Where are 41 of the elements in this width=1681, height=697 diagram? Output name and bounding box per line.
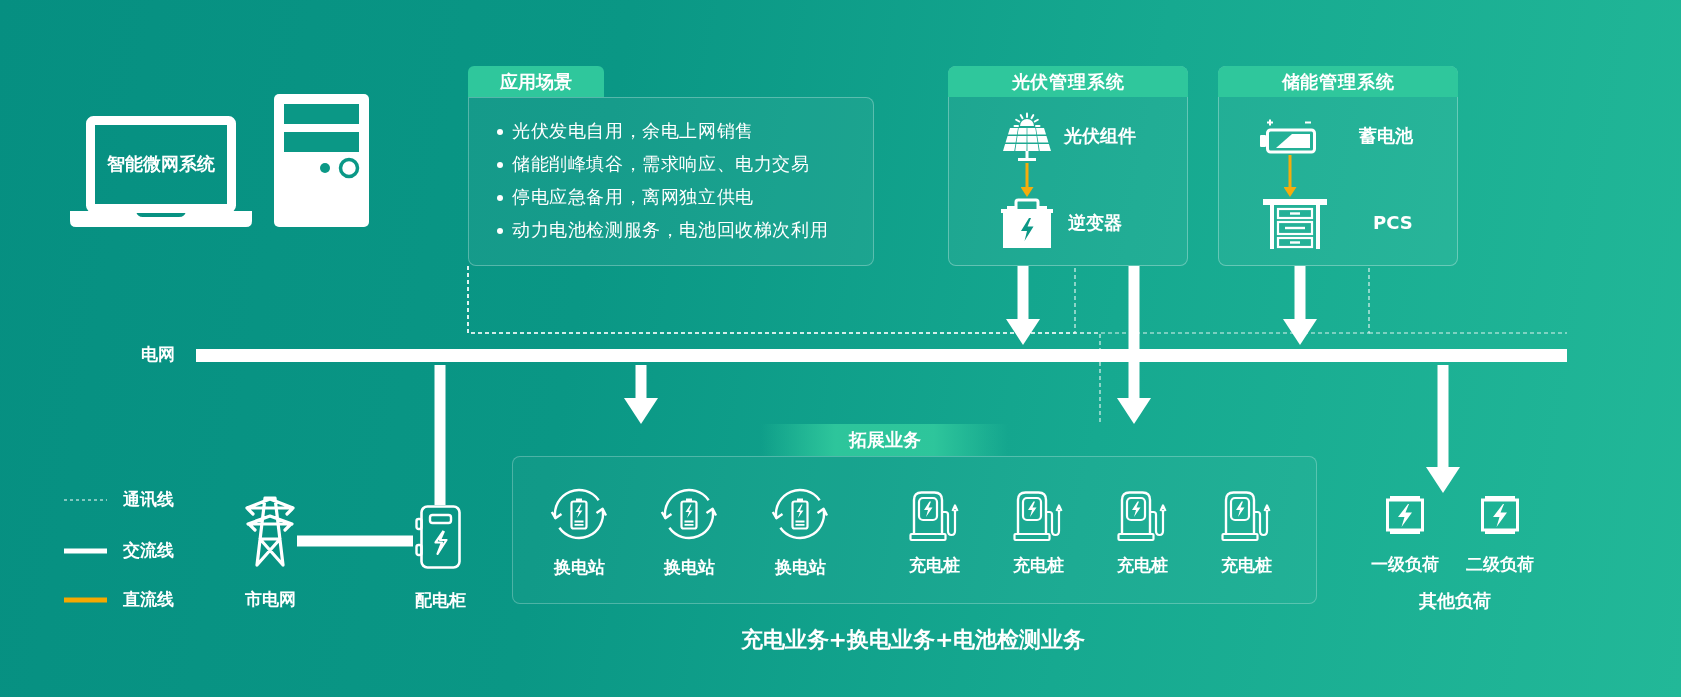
arrow <box>1117 266 1151 424</box>
legend-label: 通讯线 <box>123 489 174 511</box>
system-panel <box>1218 66 1458 266</box>
tab-header: 应用场景 <box>468 66 604 97</box>
node-label: PCS <box>1373 211 1413 235</box>
bullet-text: 储能削峰填谷，需求响应、电力交易 <box>512 154 810 176</box>
connector-line <box>434 365 446 505</box>
group-label: 其他负荷 <box>1419 589 1491 613</box>
bullet-text: 光伏发电自用，余电上网销售 <box>512 121 754 143</box>
arrow <box>1283 155 1297 197</box>
connector-line <box>297 535 413 547</box>
bullet-text: 动力电池检测服务，电池回收梯次利用 <box>512 220 829 242</box>
legend-label: 交流线 <box>123 540 174 562</box>
node-label: 配电柜 <box>414 590 466 612</box>
bullet-text: 停电应急备用，离网独立供电 <box>512 187 754 209</box>
node-label: 换电站 <box>553 557 605 579</box>
node-label: 充电桩 <box>908 555 960 577</box>
arrow <box>1020 163 1034 197</box>
node-label: 充电桩 <box>1012 555 1064 577</box>
node-label: 市电网 <box>244 589 296 611</box>
screen-label: 智能微网系统 <box>107 152 215 176</box>
node-label: 一级负荷 <box>1371 554 1439 576</box>
legend-label: 直流线 <box>123 589 174 611</box>
panel-header: 光伏管理系统 <box>948 66 1188 97</box>
node-label: 换电站 <box>663 557 715 579</box>
node-label: 光伏组件 <box>1064 124 1136 148</box>
node-label: 二级负荷 <box>1466 554 1534 576</box>
caption-text: 充电业务+换电业务+电池检测业务 <box>740 626 1086 654</box>
system-panel <box>948 66 1188 266</box>
node-label: 换电站 <box>774 557 826 579</box>
node-label: 逆变器 <box>1068 211 1122 235</box>
node-label: 蓄电池 <box>1359 124 1413 148</box>
arrow <box>1426 365 1460 493</box>
dashed-line <box>467 265 1101 425</box>
node-label: 充电桩 <box>1220 555 1272 577</box>
panel-header: 储能管理系统 <box>1218 66 1458 97</box>
arrow <box>624 365 658 424</box>
node-label: 充电桩 <box>1116 555 1168 577</box>
arrow <box>1006 266 1040 345</box>
arrow <box>1283 266 1317 345</box>
bus-label: 电网 <box>141 344 175 366</box>
